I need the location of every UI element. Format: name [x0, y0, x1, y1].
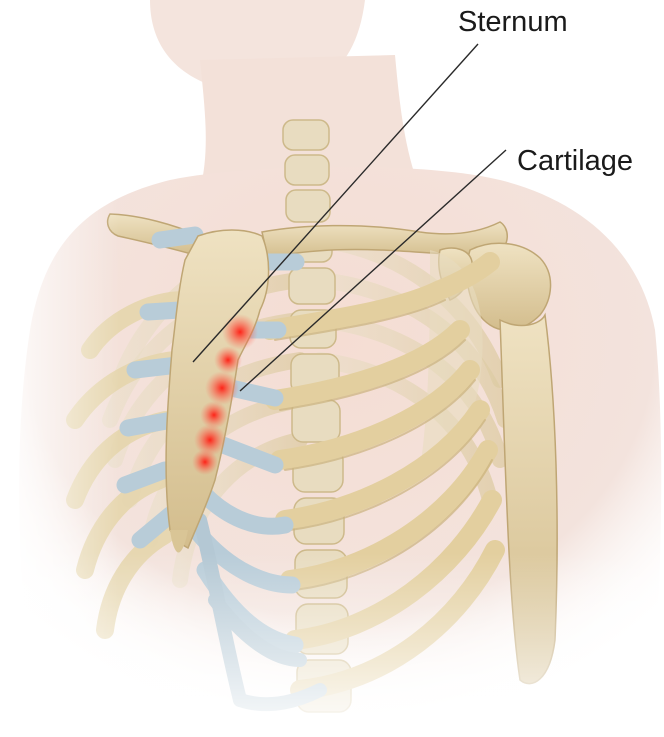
cartilage-label: Cartilage	[517, 145, 633, 178]
sternum-label: Sternum	[458, 6, 568, 39]
